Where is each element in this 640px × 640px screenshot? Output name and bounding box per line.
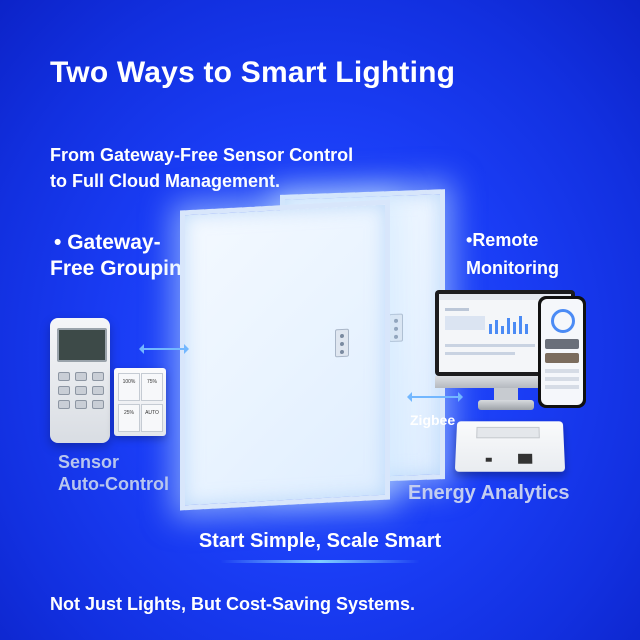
switch-key: AUTO [141, 404, 163, 432]
phone-app-screen [541, 299, 583, 405]
tagline-underline [220, 560, 420, 563]
zigbee-gateway [454, 421, 566, 472]
monitor-stand [494, 388, 518, 402]
feature-line-1: Remote [472, 230, 539, 250]
remote-button [75, 372, 87, 381]
remote-control [50, 318, 110, 443]
remote-button [92, 400, 104, 409]
wall-switch: 100% 75% 25% AUTO [114, 368, 166, 436]
switch-key: 75% [141, 373, 163, 401]
sensor-label-line-2: Auto-Control [58, 474, 169, 494]
gateway-label-sticker [476, 426, 540, 439]
remote-monitoring-feature: •Remote Monitoring [466, 226, 559, 282]
remote-button [58, 372, 70, 381]
feature-line-2: Free Grouping [50, 257, 195, 280]
headline: Two Ways to Smart Lighting [50, 56, 456, 89]
panel-sensor-module [335, 328, 349, 358]
panel-sensor-module [389, 313, 403, 343]
subtitle-line-2: to Full Cloud Management. [50, 171, 280, 191]
smartphone [538, 296, 586, 408]
double-arrow-icon [139, 344, 189, 354]
gateway-port [518, 453, 533, 464]
energy-analytics-label: Energy Analytics [408, 482, 570, 504]
sensor-auto-control-label: Sensor Auto-Control [58, 451, 169, 495]
remote-button [92, 386, 104, 395]
remote-button [75, 386, 87, 395]
zigbee-label: Zigbee [410, 412, 456, 428]
tagline: Start Simple, Scale Smart [198, 530, 442, 552]
double-arrow-icon [407, 392, 463, 402]
subtitle: From Gateway-Free Sensor Control to Full… [50, 142, 353, 194]
monitor-base [478, 400, 534, 410]
bullet-dot: • [54, 231, 62, 254]
switch-key: 100% [118, 373, 140, 401]
bullet-dot: • [466, 230, 473, 250]
footer-statement: Not Just Lights, But Cost-Saving Systems… [50, 594, 416, 614]
remote-button [92, 372, 104, 381]
feature-line-1: Gateway- [67, 231, 161, 254]
remote-button [58, 386, 70, 395]
remote-button [58, 400, 70, 409]
switch-key: 25% [118, 404, 140, 432]
subtitle-line-1: From Gateway-Free Sensor Control [50, 145, 354, 165]
remote-lcd-screen [57, 328, 107, 362]
sensor-label-line-1: Sensor [58, 452, 120, 472]
gateway-port [485, 457, 492, 462]
remote-button [75, 400, 87, 409]
led-panel-front [180, 199, 390, 511]
gateway-free-grouping-feature: • Gateway- Free Grouping [50, 230, 195, 282]
feature-line-2: Monitoring [466, 258, 559, 278]
